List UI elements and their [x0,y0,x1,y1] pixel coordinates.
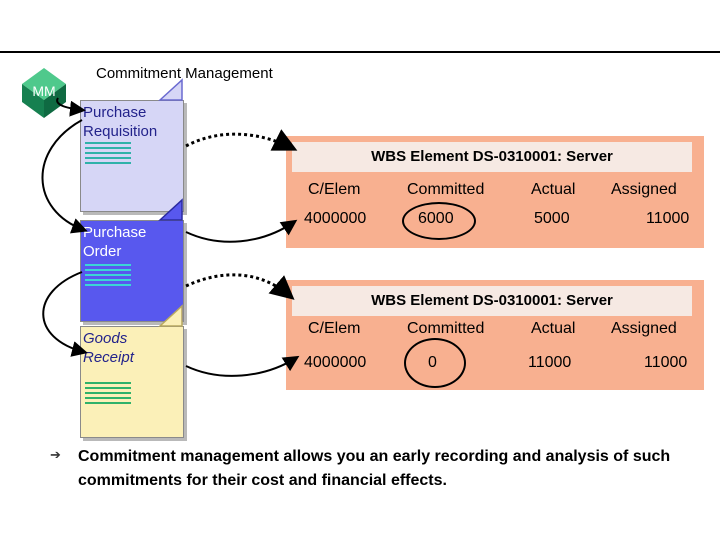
document-lines [85,264,131,289]
cell-celem: 4000000 [304,210,367,227]
page-fold-icon [158,304,183,327]
document-lines [85,382,131,407]
column-header-committed: Committed [407,320,485,337]
cell-actual: 5000 [534,210,570,227]
column-header-committed: Committed [407,181,485,198]
document-lines [85,142,131,167]
cell-assigned: 11000 [646,210,690,227]
cube-icon [22,68,66,118]
cell-actual: 11000 [528,354,572,371]
page-title: Commitment Management [96,65,273,82]
highlight-circle [402,202,476,240]
purchase-requisition-label: Purchase Requisition [83,104,158,140]
wbs-panel-title: WBS Element DS-0310001: Server [292,142,692,172]
summary-note: Commitment management allows you an earl… [78,448,671,489]
cell-celem: 4000000 [304,354,367,371]
wbs-panel-title: WBS Element DS-0310001: Server [292,286,692,316]
receipt-to-panel2-arrow [185,355,300,377]
order-to-panel1-arrow [185,219,298,243]
mm-to-requisition-arrow [56,97,86,117]
badge-label: MM [32,83,56,99]
column-header-celem: C/Elem [308,181,361,198]
page-fold-icon [158,198,183,221]
column-header-actual: Actual [531,181,576,198]
order-to-receipt-arrow [42,271,88,357]
purchase-order-label: Purchase Order [83,224,147,260]
order-to-panel2-dotted-arrow [185,273,295,300]
mm-module-badge: MM [22,66,68,120]
highlight-circle [404,338,466,388]
requisition-to-panel1-dotted-arrow [185,129,298,151]
document-face [80,220,184,322]
wbs-panel-1: WBS Element DS-0310001: Server C/Elem Co… [286,136,704,248]
page-fold-icon [158,78,183,101]
column-header-assigned: Assigned [611,320,677,337]
cell-assigned: 11000 [644,354,688,371]
document-face [80,100,184,212]
cell-committed: 0 [428,354,437,371]
goods-receipt-label: Goods Receipt [83,330,134,366]
requisition-to-order-arrow [41,119,88,234]
wbs-panel-2: WBS Element DS-0310001: Server C/Elem Co… [286,280,704,390]
column-header-assigned: Assigned [611,181,677,198]
column-header-celem: C/Elem [308,320,361,337]
column-header-actual: Actual [531,320,576,337]
cell-committed: 6000 [418,210,454,227]
top-divider [0,51,720,53]
arrow-bullet-icon: ➔ [50,447,61,462]
